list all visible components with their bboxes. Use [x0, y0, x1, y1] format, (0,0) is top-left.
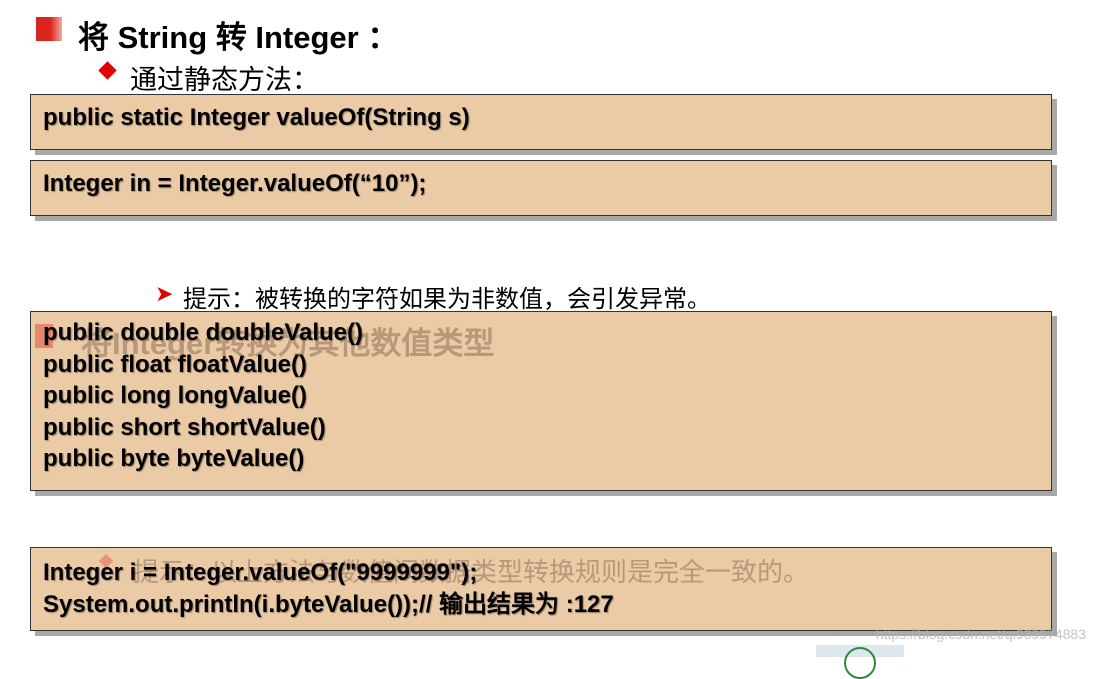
code-box-signature: public static Integer valueOf(String s)	[30, 94, 1052, 150]
code-box-byte-example: 提示：以上方法与数值间数据类型转换规则是完全一致的。 Integer i = I…	[30, 547, 1052, 631]
slide-title: 将 String 转 Integer ：	[78, 20, 399, 55]
code-box-methods: 将Integer转换为其他数值类型 public double doubleVa…	[30, 311, 1052, 491]
code-line: public long longValue()	[43, 382, 307, 409]
title-bullet-icon	[36, 17, 62, 41]
watermark: https://blog.csdn.net/qi939974883	[875, 626, 1086, 642]
ghost-tip: 提示：以上方法与数值间数据类型转换规则是完全一致的。	[133, 557, 810, 587]
code-line: public double doubleValue()	[43, 319, 364, 346]
code-line: Integer in = Integer.valueOf(“10”);	[43, 170, 427, 197]
ghost-heading: 将Integer转换为其他数值类型	[81, 326, 495, 361]
diamond-bullet-icon	[98, 61, 117, 80]
code-line: public static Integer valueOf(String s)	[43, 104, 470, 131]
tip-text: 提示：被转换的字符如果为非数值，会引发异常。	[183, 286, 711, 313]
code-box-example: Integer in = Integer.valueOf(“10”);	[30, 160, 1052, 216]
code-line: Integer i = Integer.valueOf("9999999");	[43, 559, 478, 586]
subtitle: 通过静态方法：	[130, 65, 319, 95]
arrow-bullet-icon: ➤	[155, 281, 174, 306]
code-line: public short shortValue()	[43, 413, 326, 441]
code-line: public byte byteValue()	[43, 445, 305, 472]
ghost-bullet-icon	[35, 324, 53, 348]
code-line: public float floatValue()	[43, 350, 308, 378]
logo-icon	[816, 645, 904, 679]
code-line: System.out.println(i.byteValue());// 输出结…	[43, 590, 614, 618]
